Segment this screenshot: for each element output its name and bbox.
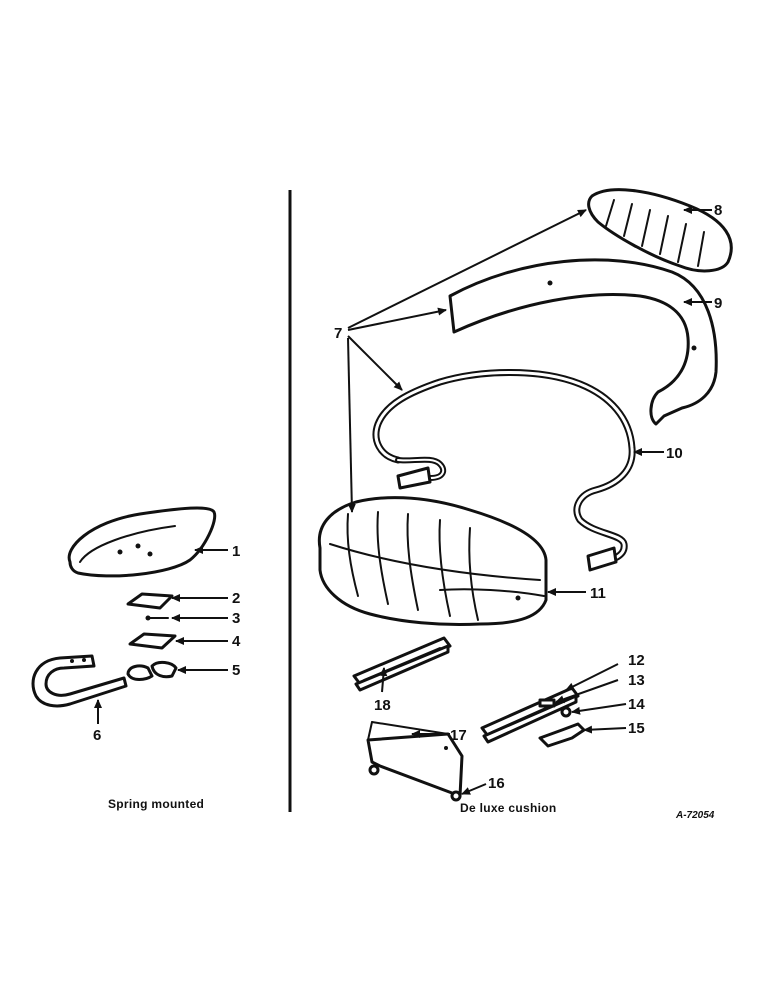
plate-upper xyxy=(126,592,174,610)
washer xyxy=(560,706,572,718)
callout-16: 16 xyxy=(488,775,505,792)
seat-spring xyxy=(31,654,128,708)
callout-5: 5 xyxy=(232,662,240,679)
callout-9: 9 xyxy=(714,295,722,312)
clamp-pair xyxy=(126,660,178,681)
caption-deluxe-cushion: De luxe cushion xyxy=(460,801,557,815)
callout-7: 7 xyxy=(334,325,342,342)
plate-lower xyxy=(128,632,177,650)
caption-spring-mounted: Spring mounted xyxy=(108,797,204,811)
latch-bracket xyxy=(538,722,586,748)
callout-12: 12 xyxy=(628,652,645,669)
seat-cushion xyxy=(317,496,548,627)
nut xyxy=(450,790,462,802)
callout-11: 11 xyxy=(590,585,606,602)
callout-18: 18 xyxy=(374,697,391,714)
slide-rail xyxy=(352,636,452,692)
back-rest-panel xyxy=(448,258,718,426)
callout-8: 8 xyxy=(714,202,722,219)
callout-6: 6 xyxy=(93,727,101,744)
adjust-rail xyxy=(480,686,580,744)
callout-4: 4 xyxy=(232,633,241,650)
callout-3: 3 xyxy=(232,610,240,627)
callout-2: 2 xyxy=(232,590,240,607)
callout-13: 13 xyxy=(628,672,645,689)
back-frame-rod xyxy=(372,369,636,572)
callout-10: 10 xyxy=(666,445,683,462)
drawing-code: A-72054 xyxy=(675,810,715,821)
bolt xyxy=(145,615,169,621)
callout-14: 14 xyxy=(628,696,645,713)
callout-15: 15 xyxy=(628,720,645,737)
callout-17: 17 xyxy=(450,727,467,744)
deluxe-cushion-assembly: 7 8 9 10 11 12 13 14 15 16 17 18 De luxe… xyxy=(317,188,733,821)
pan-seat xyxy=(67,506,217,578)
callout-1: 1 xyxy=(232,543,240,560)
spring-mounted-assembly: 1 2 3 4 5 6 Spring mounted xyxy=(31,506,241,811)
